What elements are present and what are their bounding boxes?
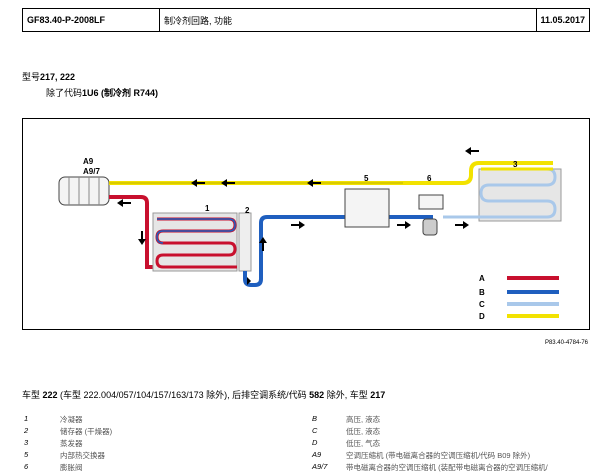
legend-swatch-a — [507, 276, 559, 280]
caption: 车型 222 (车型 222.004/057/104/157/163/173 除… — [22, 390, 386, 400]
circuit-svg: A9 A9/7 1 2 3 5 6 A B C D — [58, 147, 562, 321]
discharge-line — [109, 195, 213, 269]
label-condenser: 1 — [205, 204, 210, 213]
doc-id: GF83.40-P-2008LF — [23, 9, 160, 31]
figure-ref: P83.40-4784-76 — [544, 340, 588, 346]
label-evaporator: 3 — [513, 160, 518, 169]
receiver-drier — [238, 212, 252, 272]
model-line: 型号217, 222 — [22, 72, 76, 82]
flow-arrows — [117, 147, 479, 285]
legend-letter-c: C — [479, 300, 485, 309]
legend-letter-d: D — [479, 312, 485, 321]
document-header: GF83.40-P-2008LF 制冷剂回路, 功能 11.05.2017 — [22, 8, 590, 32]
expansion-valve — [418, 194, 444, 236]
legend-swatch-c — [507, 302, 559, 306]
doc-date: 11.05.2017 — [536, 9, 589, 31]
compressor — [58, 176, 110, 206]
label-heat-exchanger: 5 — [364, 174, 369, 183]
legend-letter-a: A — [479, 274, 485, 283]
suction-line — [109, 161, 553, 185]
legend-swatch-b — [507, 290, 559, 294]
label-expansion-valve: 6 — [427, 174, 432, 183]
refrigerant-circuit-diagram: A9 A9/7 1 2 3 5 6 A B C D — [22, 118, 590, 330]
except-line: 除了代码1U6 (制冷剂 R744) — [46, 88, 159, 98]
liquid-line — [243, 215, 433, 287]
doc-title: 制冷剂回路, 功能 — [164, 15, 233, 26]
legend-swatch-d — [507, 314, 559, 318]
internal-heat-exchanger — [344, 188, 390, 228]
label-a9: A9 — [83, 157, 94, 166]
label-receiver: 2 — [245, 206, 250, 215]
evaporator — [443, 167, 562, 222]
label-a97: A9/7 — [83, 167, 100, 176]
legend-letter-b: B — [479, 288, 485, 297]
condenser — [152, 212, 238, 272]
